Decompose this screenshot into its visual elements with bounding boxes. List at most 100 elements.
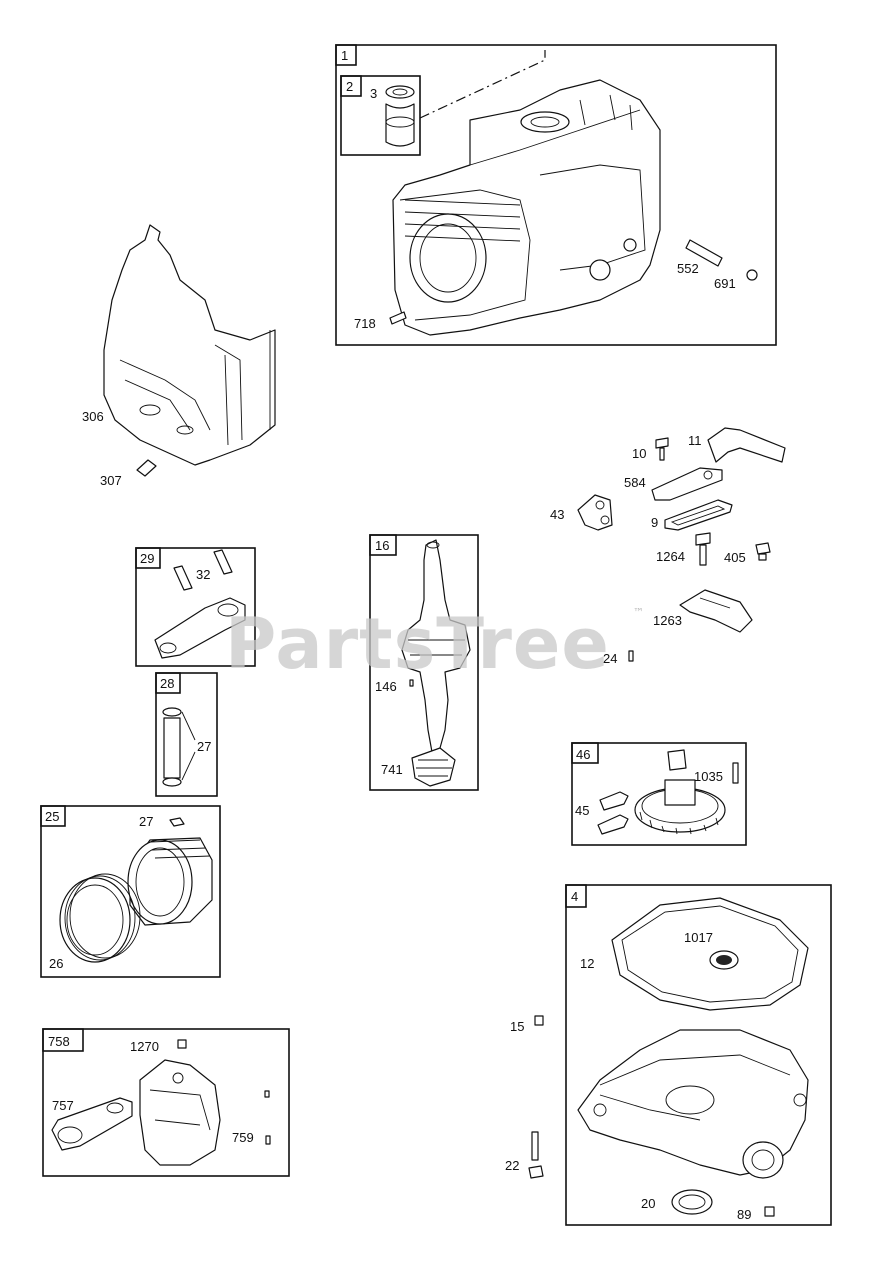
nut-405-drawing (755, 542, 771, 561)
callout[interactable]: 584 (624, 475, 646, 490)
screw-10-drawing (655, 437, 669, 461)
breather-cover-584-drawing (651, 467, 723, 501)
gasket-12-drawing (611, 897, 809, 1011)
cylinder-block-drawing (392, 79, 661, 336)
group-box-2[interactable]: 2 (340, 75, 421, 156)
group-box-29[interactable]: 29 (135, 547, 256, 667)
callout[interactable]: 22 (505, 1158, 519, 1173)
piston-rings-drawing (59, 873, 141, 963)
box-tag: 2 (346, 79, 353, 94)
callout[interactable]: 24 (603, 651, 617, 666)
balancer-757-drawing (51, 1097, 133, 1151)
callout[interactable]: 759 (232, 1130, 254, 1145)
callout[interactable]: 11 (688, 433, 702, 448)
shield-306-drawing (103, 224, 276, 466)
box-tag: 758 (48, 1034, 70, 1049)
cam-gear-drawing (634, 749, 726, 835)
box-tag: 25 (45, 809, 59, 824)
seal-20-drawing (671, 1189, 713, 1215)
group-box-16[interactable]: 16 (369, 534, 479, 791)
callout[interactable]: 718 (354, 316, 376, 331)
callout[interactable]: 307 (100, 473, 122, 488)
group-box-46[interactable]: 46 (571, 742, 747, 846)
callout[interactable]: 757 (52, 1098, 74, 1113)
gasket-9-drawing (664, 499, 733, 531)
plate-1263-drawing (679, 589, 753, 633)
box-frame (155, 672, 218, 797)
box-tag: 4 (571, 889, 578, 904)
callout[interactable]: 1264 (656, 549, 685, 564)
callout[interactable]: 45 (575, 803, 589, 818)
screw-15-drawing (534, 1015, 544, 1026)
callout[interactable]: 10 (632, 446, 646, 461)
box-tag: 29 (140, 551, 154, 566)
group-box-4[interactable]: 4 (565, 884, 832, 1226)
callout[interactable]: 32 (196, 567, 210, 582)
box-tag-frame (340, 75, 362, 97)
box-frame (369, 534, 479, 791)
callout[interactable]: 12 (580, 956, 594, 971)
screw-307-drawing (136, 459, 157, 477)
box-frame (571, 742, 747, 846)
breather-valve-43-drawing (577, 494, 613, 531)
pin-718-drawing (389, 311, 407, 325)
group-box-25[interactable]: 25 (40, 805, 221, 978)
box-tag-frame (335, 44, 357, 66)
clip-24-drawing (628, 650, 634, 662)
callout[interactable]: 43 (550, 507, 564, 522)
box-tag: 46 (576, 747, 590, 762)
callout[interactable]: 20 (641, 1196, 655, 1211)
callout[interactable]: 306 (82, 409, 104, 424)
pins-45-drawing (597, 791, 629, 835)
cylinder-sleeve-drawing (385, 85, 415, 147)
callout[interactable]: 27 (139, 814, 153, 829)
callout[interactable]: 405 (724, 550, 746, 565)
breather-tube-11-drawing (707, 427, 786, 463)
box-tag-frame (135, 547, 161, 569)
callout[interactable]: 552 (677, 261, 699, 276)
key-146-drawing (409, 679, 414, 687)
box-tag-frame (42, 1028, 84, 1052)
watermark: PartsTree (225, 603, 610, 685)
callout[interactable]: 15 (510, 1019, 524, 1034)
connecting-rod-drawing (154, 549, 246, 659)
part-759-drawing (264, 1090, 271, 1145)
sump-drawing (577, 1029, 809, 1179)
group-box-758[interactable]: 758 (42, 1028, 290, 1177)
box-frame (565, 884, 832, 1226)
callout[interactable]: 9 (651, 515, 658, 530)
box-frame (42, 1028, 290, 1177)
box-tag: 1 (341, 48, 348, 63)
balancer-assembly-drawing (139, 1039, 221, 1166)
callout[interactable]: 1035 (694, 769, 723, 784)
leader-line (419, 50, 546, 119)
group-box-28[interactable]: 28 (155, 672, 218, 797)
callout[interactable]: 3 (370, 86, 377, 101)
wrist-pin-drawing (162, 707, 196, 787)
box-tag-frame (571, 742, 599, 764)
box-tag-frame (369, 534, 397, 556)
callout[interactable]: 89 (737, 1207, 751, 1222)
nut-691-drawing (746, 269, 758, 281)
callout[interactable]: 1263 (653, 613, 682, 628)
box-tag-frame (155, 672, 181, 694)
box-frame (335, 44, 777, 346)
callout[interactable]: 741 (381, 762, 403, 777)
callout[interactable]: 691 (714, 276, 736, 291)
seal-1017-drawing (709, 950, 739, 970)
group-box-1[interactable]: 1 (335, 44, 777, 346)
box-tag: 28 (160, 676, 174, 691)
plug-89-drawing (764, 1206, 775, 1217)
screw-22-drawing (528, 1131, 544, 1179)
callout[interactable]: 1270 (130, 1039, 159, 1054)
callout[interactable]: 27 (197, 739, 211, 754)
box-frame (135, 547, 256, 667)
box-tag-frame (40, 805, 66, 827)
callout[interactable]: 146 (375, 679, 397, 694)
watermark-trademark: ™ (633, 606, 644, 619)
callout[interactable]: 26 (49, 956, 63, 971)
callout[interactable]: 1017 (684, 930, 713, 945)
box-tag: 16 (375, 538, 389, 553)
pin-1035-drawing (732, 762, 739, 784)
